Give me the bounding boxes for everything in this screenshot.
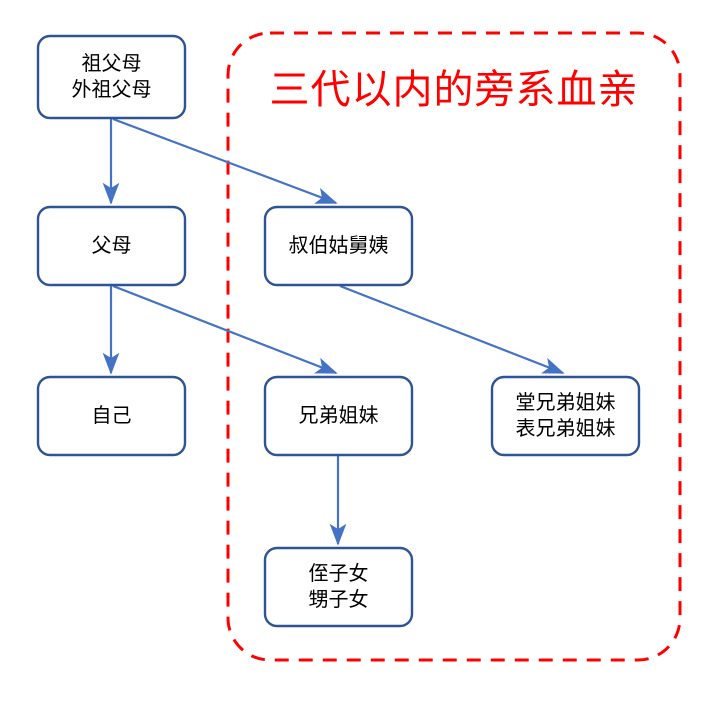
node-uncles-aunts[interactable]: 叔伯姑舅姨 [263,205,414,287]
node-self[interactable]: 自己 [36,375,187,457]
edge-parents-to-siblings [112,284,338,375]
node-uncles-aunts-label: 叔伯姑舅姨 [289,233,389,257]
node-grandparents-label: 祖父母外祖父母 [72,51,152,101]
edge-grandparents-to-uncles-aunts [112,117,338,205]
node-self-box[interactable] [36,375,187,457]
node-self-label: 自己 [92,403,132,427]
node-grandparents-box[interactable] [36,34,187,120]
node-siblings[interactable]: 兄弟姐妹 [263,375,414,457]
node-uncles-aunts-box[interactable] [263,205,414,287]
node-cousins-box[interactable] [490,375,641,457]
node-siblings-label: 兄弟姐妹 [299,403,379,427]
node-cousins[interactable]: 堂兄弟姐妹表兄弟姐妹 [490,375,641,457]
node-parents[interactable]: 父母 [36,205,187,287]
node-siblings-box[interactable] [263,375,414,457]
node-nephews-nieces[interactable]: 侄子女甥子女 [263,546,414,628]
node-parents-box[interactable] [36,205,187,287]
node-nephews-nieces-box[interactable] [263,546,414,628]
edge-layer [102,117,565,546]
group-title-label: 三代以内的旁系血亲 [270,67,639,113]
node-nephews-nieces-label: 侄子女甥子女 [309,561,369,611]
collateral-relatives-group-frame [226,31,682,662]
group-label-layer: 三代以内的旁系血亲 [270,67,639,113]
group-frame-layer [226,31,682,662]
node-grandparents[interactable]: 祖父母外祖父母 [36,34,187,120]
node-cousins-label: 堂兄弟姐妹表兄弟姐妹 [516,390,616,440]
node-parents-label: 父母 [92,233,132,257]
edge-uncles-aunts-to-cousins [339,284,565,375]
